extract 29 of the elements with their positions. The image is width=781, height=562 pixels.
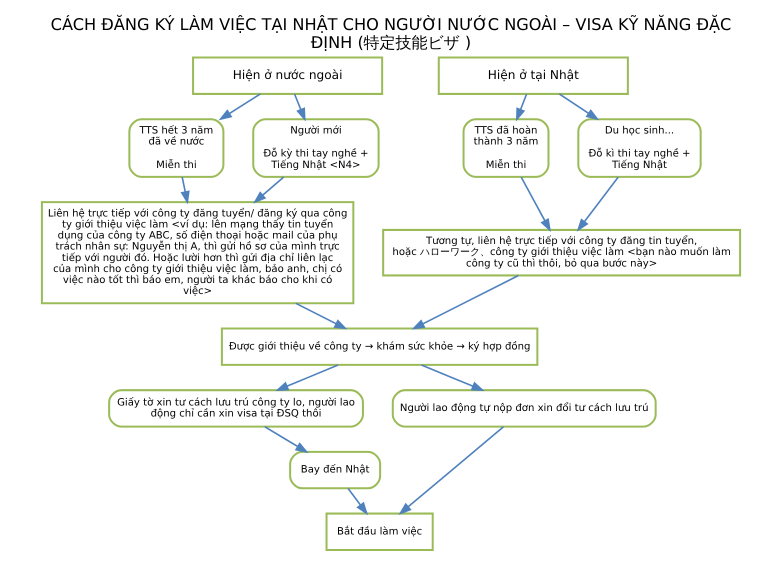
node-box: TTS hết 3 năm đã về nước Miễn thi [128,118,224,178]
arrow [218,92,260,120]
arrow [180,176,190,204]
node-box: Hiện ở nước ngoài [192,56,383,94]
diagram-title: CÁCH ĐĂNG KÝ LÀM VIỆC TẠI NHẬT CHO NGƯỜI NƯỚC NGOÀI – VISA KỸ NĂNG ĐẶC ĐỊNH (特定技能ビザ ) [50,14,731,52]
arrow [346,487,368,515]
arrow [252,176,284,204]
node-box: Được giới thiệu về công ty → khám sức khỏe → ký hợp đồng [220,327,538,366]
arrow [274,364,338,391]
arrow [398,426,504,514]
node-box: TTS đã hoàn thành 3 năm Miễn thi [462,118,549,178]
node-box: Bay đến Nhật [288,450,381,489]
node-box: Người lao động tự nộp đơn xin đổi tư cách lưu trú [391,388,656,428]
node-box: Người mới Đỗ kỳ thi tay nghề + Tiếng Nhật <N4> [252,118,380,178]
node-box: Giấy tờ xin tư cách lưu trú công ty lo, người lao động chỉ cần xin visa tại ĐSQ thôi [108,388,364,428]
arrow [294,302,348,329]
arrow [420,364,484,391]
arrow [558,92,599,120]
node-box: Hiện ở tại Nhật [437,56,628,94]
arrow [515,93,527,121]
arrow [410,274,518,330]
arrow [264,425,308,453]
node-box: Tương tự, liên hệ trực tiếp với công ty đăng tin tuyển, hoặc ハローワーク、công ty giới thiệu việc làm <bạn nào muốn làm công ty cũ thì thôi, bỏ qua bước này> [382,228,741,276]
arrow [576,176,618,232]
node-box: Bắt đầu làm việc [325,512,434,550]
node-box: Liên hệ trực tiếp với công ty đăng tuyển/ đăng ký qua công ty giới thiệu việc làm <ví dụ: lên mạng thấy tin tuyển dụng của công ty ABC, số điện thoại hoặc mail của phụ trách nhân sự: Nguyễn thị A, thì gửi hồ sơ của mình trực tiếp với người đó. Hoặc lười hơn thì gửi địa chỉ liên lạc của mình cho công ty giới thiệu việc làm, bảo anh, chị có việc nào tốt thì báo em, người ta khác báo cho khi có việc> [40,200,354,304]
arrow [293,93,306,121]
node-box: Du học sinh... Đỗ kì thi tay nghề + Tiếng Nhật [576,118,702,178]
arrow [520,176,550,232]
